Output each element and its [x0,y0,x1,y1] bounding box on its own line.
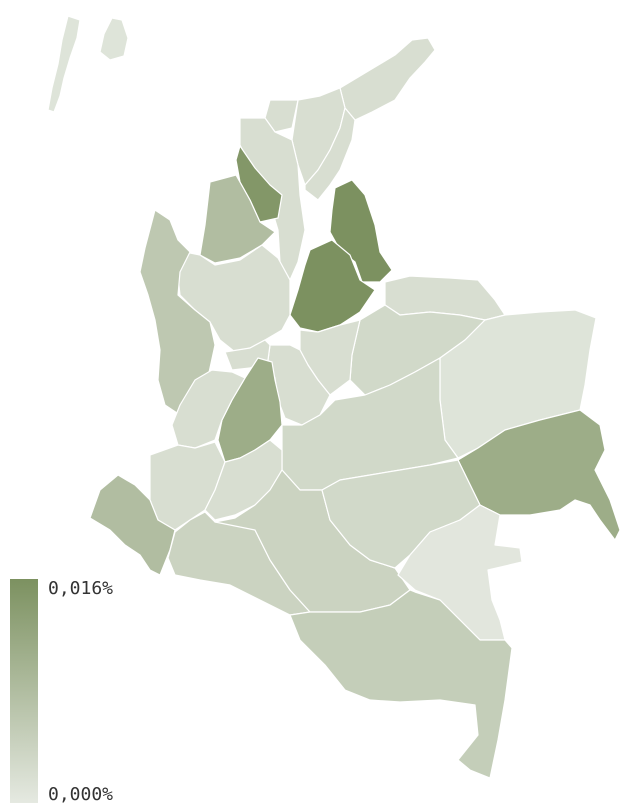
region-atlantico[interactable] [264,99,299,133]
region-cesar[interactable] [304,107,356,201]
region-sucre[interactable] [235,145,283,223]
region-narino[interactable] [89,474,176,576]
region-la-guajira[interactable] [339,37,436,121]
legend-min-label: 0,000% [48,784,114,805]
region-san-andres[interactable] [47,15,81,113]
region-valle-del-cauca[interactable] [171,369,246,449]
legend-color-bar [10,579,38,803]
region-guainia[interactable] [457,409,621,541]
region-amazonas[interactable] [289,589,513,779]
region-providencia[interactable] [99,17,129,61]
region-norte-de-santander[interactable] [329,179,393,283]
legend-max-label: 0,016% [48,578,114,599]
